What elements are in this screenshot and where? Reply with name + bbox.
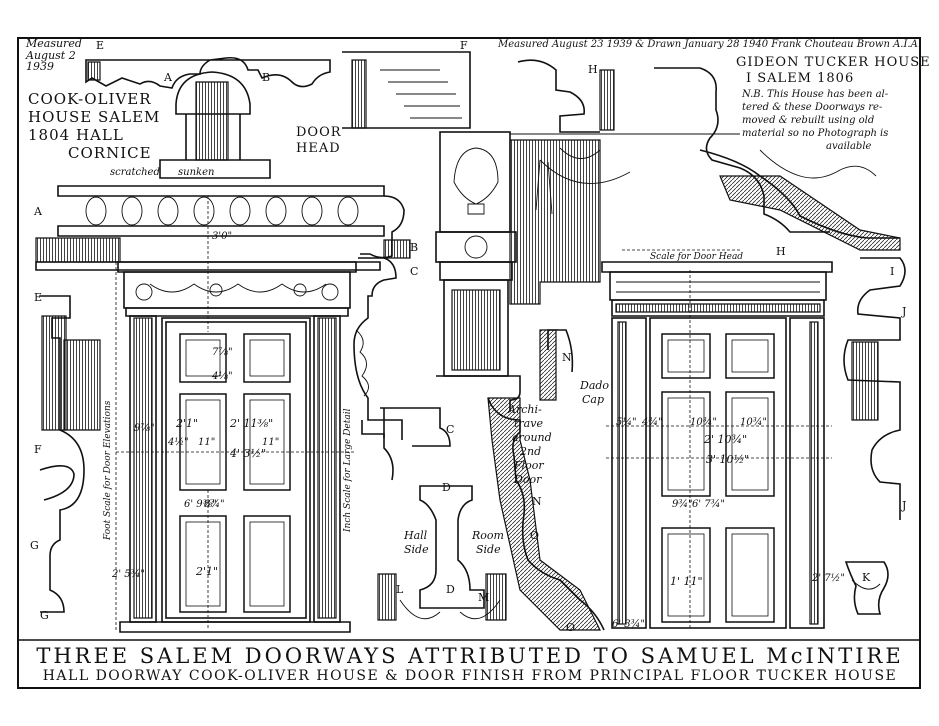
dim-left-7-7: 7⅞" bbox=[212, 347, 233, 358]
mark-g-bottom: G bbox=[40, 609, 49, 622]
dim-left-4-1: 4⅛" bbox=[212, 371, 233, 382]
note-hall-side-2: Side bbox=[404, 543, 429, 556]
dim-left-2-5: 2' 5¾" bbox=[112, 569, 145, 580]
mark-d-bottom: D bbox=[446, 583, 455, 596]
note-architrave-4: 2nd bbox=[520, 445, 542, 458]
dim-left-8-3: 8¾" bbox=[204, 499, 225, 510]
cook-oliver-cornice-section bbox=[35, 56, 405, 613]
note-room-side-1: Room bbox=[472, 529, 504, 542]
cook-oliver-door-head-section bbox=[353, 239, 411, 481]
note-architrave-2: trave bbox=[514, 417, 543, 430]
tucker-doorway-elevation bbox=[601, 249, 833, 629]
dim-left-4-3: 4' 3½" bbox=[230, 447, 267, 460]
mark-a-side: A bbox=[34, 205, 42, 218]
credit-line: Measured August 23 1939 & Drawn January … bbox=[498, 39, 921, 50]
mark-m: M bbox=[478, 591, 490, 604]
mark-g-side: G bbox=[30, 539, 39, 552]
mark-c-side: C bbox=[410, 265, 419, 278]
note-inch-scale: Inch Scale for Large Detail bbox=[343, 408, 353, 532]
mark-d-center: D bbox=[442, 481, 451, 494]
plate-title: THREE SALEM DOORWAYS ATTRIBUTED TO SAMUE… bbox=[36, 644, 904, 668]
note-hall-side-1: Hall bbox=[404, 529, 428, 542]
tucker-note-line-1: N.B. This House has been al- bbox=[742, 89, 889, 100]
mark-b-left: B bbox=[262, 71, 271, 84]
dim-right-6-3: 6' 3¾" bbox=[612, 619, 645, 630]
tucker-house-title-1: GIDEON TUCKER HOUSE bbox=[736, 55, 931, 70]
dim-left-11-a: 11" bbox=[198, 437, 216, 448]
dim-right-4-3: 4¾" bbox=[642, 417, 663, 428]
note-room-side-2: Side bbox=[476, 543, 501, 556]
cook-oliver-title-line-4: CORNICE bbox=[68, 144, 152, 162]
note-scale-door-head: Scale for Door Head bbox=[650, 252, 744, 262]
note-foot-scale: Foot Scale for Door Elevations bbox=[103, 400, 113, 540]
mark-h-top: H bbox=[588, 63, 598, 76]
tucker-note-line-2: tered & these Doorways re- bbox=[742, 102, 883, 113]
cook-oliver-title-line-2: HOUSE SALEM bbox=[28, 108, 161, 126]
cook-oliver-doorway-elevation bbox=[115, 196, 357, 633]
tucker-center-details bbox=[342, 51, 740, 631]
mark-a-left: A bbox=[164, 71, 172, 84]
tucker-note-line-5: available bbox=[826, 141, 872, 152]
dim-right-10-3-b: 10¾" bbox=[740, 417, 768, 428]
dim-left-2-1-top: 2'1" bbox=[176, 417, 199, 430]
mark-c-center: C bbox=[446, 423, 455, 436]
dim-right-5-quarter: 5¼" bbox=[616, 417, 637, 428]
note-dado-2: Cap bbox=[582, 393, 605, 406]
mark-l: L bbox=[396, 583, 404, 596]
cook-oliver-title-line-1: COOK-OLIVER bbox=[28, 90, 152, 108]
mark-o-lower: O bbox=[566, 621, 576, 634]
dim-left-9-7: 9⅞" bbox=[134, 423, 155, 434]
plate-subtitle: HALL DOORWAY COOK-OLIVER HOUSE & DOOR FI… bbox=[42, 668, 898, 684]
dim-left-11-b: 11" bbox=[262, 437, 280, 448]
door-head-label-1: DOOR bbox=[296, 125, 342, 140]
plate-border bbox=[17, 37, 921, 689]
door-head-label-2: HEAD bbox=[296, 141, 341, 156]
mark-o-upper: O bbox=[530, 529, 540, 542]
tucker-note-line-3: moved & rebuilt using old bbox=[742, 115, 875, 126]
mark-b-side: B bbox=[410, 241, 419, 254]
mark-k: K bbox=[862, 571, 871, 584]
mark-n-upper: N bbox=[562, 351, 572, 364]
mark-f-side: F bbox=[34, 443, 42, 456]
mark-f-center: F bbox=[460, 39, 468, 52]
tucker-house-title-2: I SALEM 1806 bbox=[746, 71, 855, 86]
note-architrave-6: Door bbox=[514, 473, 542, 486]
note-architrave-3: around bbox=[512, 431, 552, 444]
dim-right-2-10: 2' 10¾" bbox=[704, 433, 748, 446]
dim-right-10-3-a: 10¾" bbox=[690, 417, 718, 428]
dim-left-2-1-bottom: 2'1" bbox=[196, 565, 219, 578]
left-measured-note: Measured August 2 1939 bbox=[26, 37, 82, 74]
note-dado-1: Dado bbox=[580, 379, 610, 392]
dim-right-9-3: 9¾" bbox=[672, 499, 693, 510]
dim-right-6-7: 6' 7¾" bbox=[692, 499, 725, 510]
cook-oliver-title-line-3: 1804 HALL bbox=[28, 126, 124, 144]
mark-e-side: E bbox=[34, 291, 43, 304]
mark-e-top: E bbox=[96, 39, 105, 52]
tucker-note-line-4: material so no Photograph is bbox=[742, 128, 889, 139]
note-scratched: scratched bbox=[110, 167, 160, 178]
note-architrave-5: Floor bbox=[514, 459, 544, 472]
note-sunken: sunken bbox=[178, 167, 215, 178]
dim-left-4-half: 4½" bbox=[168, 437, 189, 448]
mark-j-upper: J bbox=[902, 305, 907, 318]
mark-h-mid: H bbox=[776, 245, 786, 258]
tucker-cornice-profile bbox=[517, 59, 906, 615]
mark-n-lower: N bbox=[532, 495, 542, 508]
dim-left-2-11: 2' 11⅜" bbox=[230, 417, 274, 430]
dim-left-3-0: 3'0" bbox=[212, 231, 233, 242]
mark-i-top: I bbox=[890, 265, 895, 278]
dim-right-1-11: 1' 11" bbox=[670, 575, 703, 588]
note-architrave-1: Archi- bbox=[508, 403, 542, 416]
dim-left-6-9: 6' 9⅜" bbox=[184, 499, 217, 510]
dim-right-3-10: 3' 10½" bbox=[706, 453, 750, 466]
mark-j-lower: J bbox=[902, 499, 907, 512]
dim-right-2-7: 2' 7½" bbox=[812, 573, 845, 584]
